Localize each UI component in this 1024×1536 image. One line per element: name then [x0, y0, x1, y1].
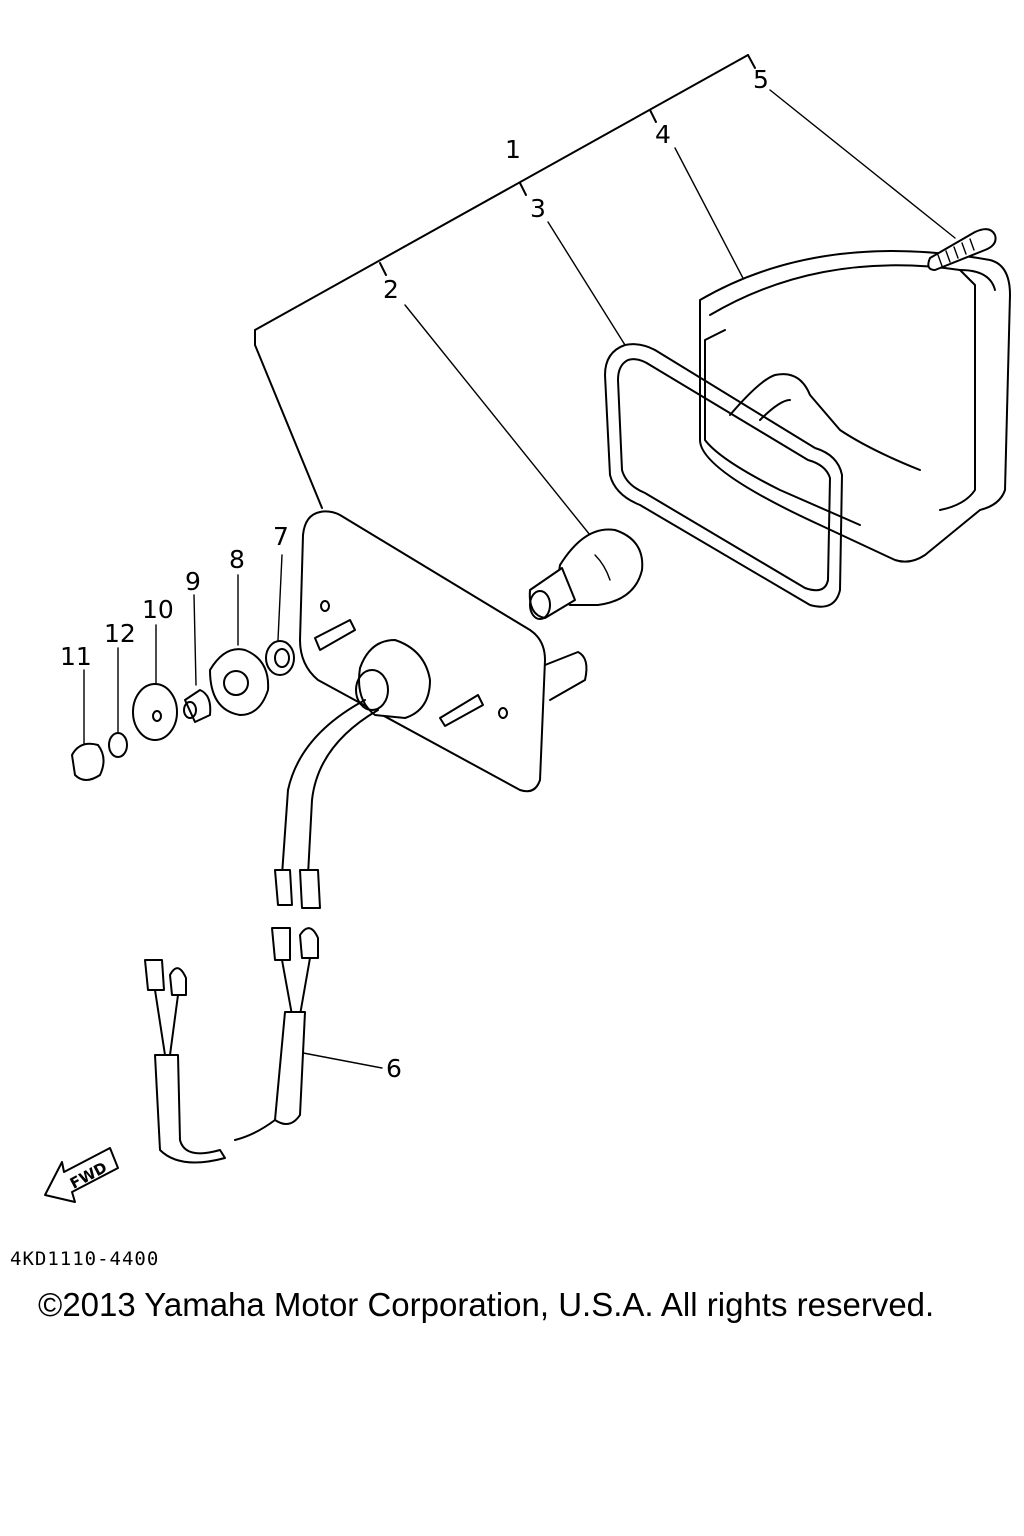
hardware-stack	[71, 640, 295, 781]
part-11-nut	[71, 742, 105, 781]
callout-9: 9	[185, 567, 201, 596]
lamp-base-plate	[299, 510, 588, 793]
callout-4: 4	[655, 120, 671, 149]
part-7-washer	[265, 640, 295, 676]
part-12-lock-washer	[108, 732, 128, 758]
callout-8: 8	[229, 545, 245, 574]
callout-3: 3	[530, 194, 546, 223]
tail-lens	[699, 250, 1011, 563]
callout-5: 5	[753, 65, 769, 94]
copyright-notice: ©2013 Yamaha Motor Corporation, U.S.A. A…	[38, 1286, 935, 1323]
wiring-harness	[144, 699, 379, 1164]
bulb	[528, 528, 644, 620]
forward-arrow-icon: FWD	[44, 1147, 119, 1203]
callout-labels: 1 2 3 4 5 6 7 8 9 10 11 12	[60, 65, 769, 1083]
part-9-collar	[184, 689, 212, 723]
part-8-grommet	[209, 648, 270, 716]
callout-7: 7	[273, 522, 289, 551]
part-code: 4KD1110-4400	[10, 1248, 160, 1270]
callout-2: 2	[383, 275, 399, 304]
callout-11: 11	[60, 642, 92, 671]
leader-lines	[83, 89, 956, 1069]
assembly-bracket	[254, 54, 756, 509]
callout-12: 12	[104, 619, 136, 648]
callout-6: 6	[386, 1054, 402, 1083]
callout-1: 1	[505, 135, 521, 164]
screw	[927, 228, 997, 271]
callout-10: 10	[142, 595, 174, 624]
gasket	[604, 343, 843, 608]
